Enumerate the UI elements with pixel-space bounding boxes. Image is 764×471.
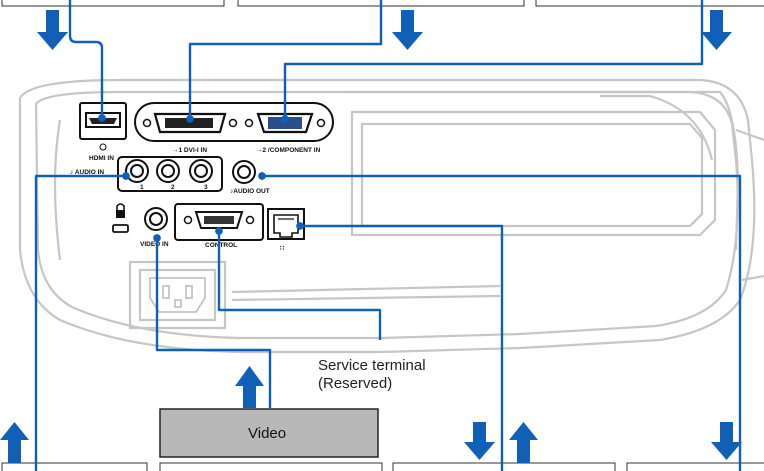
lan-port[interactable] <box>267 208 305 240</box>
security-slot[interactable] <box>112 224 129 233</box>
line-service <box>215 227 382 340</box>
bottom-device-box-2 <box>159 462 383 471</box>
control-label: CONTROL <box>205 242 237 249</box>
top-device-box-1 <box>1 0 225 7</box>
audio-in-1-label: 1 <box>140 184 144 191</box>
line-dvi <box>186 0 383 123</box>
dvi-label: →1 DVI-I IN <box>172 147 207 154</box>
audio-in-3-label: 3 <box>204 184 208 191</box>
audio-out-label: ♪AUDIO OUT <box>230 188 270 195</box>
line-lan <box>296 222 504 471</box>
audio-in-label: ♪ AUDIO IN <box>70 169 104 176</box>
lan-icon: ∷ <box>280 245 285 252</box>
line-component <box>281 0 704 123</box>
projector-body <box>18 78 764 354</box>
power-inlet-icon <box>149 277 206 313</box>
hdmi-label: HDMI IN <box>89 155 114 162</box>
arrow-down-4 <box>464 422 495 460</box>
arrow-down-3 <box>701 10 732 50</box>
audio-in-2-jack[interactable] <box>156 159 180 183</box>
bottom-device-box-1 <box>1 462 148 471</box>
top-device-box-3 <box>535 0 764 7</box>
component-label: →2 /COMPONENT IN <box>256 147 321 154</box>
line-hdmi <box>68 0 106 122</box>
arrow-down-1 <box>37 10 68 50</box>
line-video <box>153 234 272 408</box>
video-in-label: VIDEO IN <box>140 241 169 248</box>
bottom-device-box-4 <box>626 462 764 471</box>
service-note-line1: Service terminal <box>318 357 426 374</box>
control-port[interactable] <box>183 211 255 229</box>
connection-lines <box>34 0 742 471</box>
video-box-label: Video <box>248 425 286 442</box>
line-audio-out <box>258 172 742 471</box>
arrow-up-video <box>235 366 264 408</box>
video-box <box>159 408 379 458</box>
lock-icon <box>116 203 125 218</box>
audio-in-3-jack[interactable] <box>189 159 213 183</box>
bottom-device-box-3 <box>392 462 616 471</box>
arrow-down-5 <box>711 422 742 460</box>
video-in-jack[interactable] <box>144 207 168 231</box>
arrow-up-2 <box>509 422 538 463</box>
component-port[interactable] <box>244 112 326 134</box>
audio-in-group <box>117 156 223 192</box>
audio-in-1-jack[interactable] <box>125 159 149 183</box>
audio-out-jack[interactable] <box>232 160 256 184</box>
arrow-up-1 <box>0 422 29 463</box>
dvi-port[interactable] <box>142 112 238 134</box>
line-audio-in <box>34 172 130 471</box>
service-note-line2: (Reserved) <box>318 375 392 392</box>
arrow-down-2 <box>392 10 423 50</box>
audio-in-2-label: 2 <box>171 184 175 191</box>
